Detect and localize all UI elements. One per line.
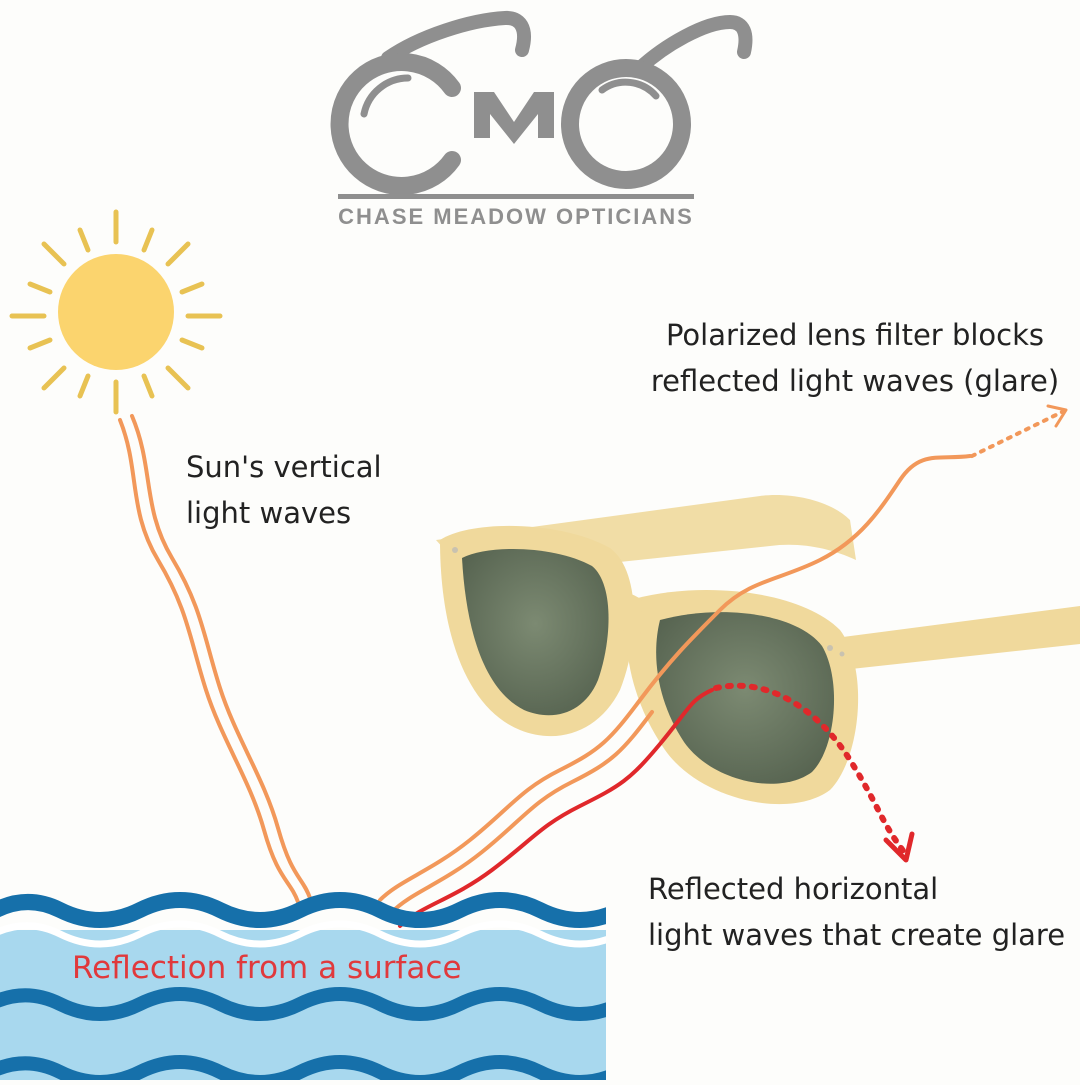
polarized-filter-label-line-2: reflected light waves (glare) xyxy=(650,364,1060,398)
glare-arrow-line xyxy=(713,682,907,855)
logo-divider xyxy=(338,194,694,199)
polarized-pass-arrowhead xyxy=(1046,404,1068,428)
sunglasses-temple-front xyxy=(820,606,1080,670)
sun-light-waves xyxy=(118,414,312,904)
reflection-surface-label: Reflection from a surface xyxy=(72,950,462,986)
sun-waves-label-line-2: light waves xyxy=(186,496,352,530)
logo-letter-o xyxy=(561,59,691,189)
logo-temple-left xyxy=(381,11,531,65)
polarized-filter-label-line-1: Polarized lens filter blocks xyxy=(665,318,1045,352)
logo-letter-m xyxy=(474,92,554,144)
polarized-pass-arrow-line xyxy=(970,410,1064,458)
glare-arrowhead xyxy=(883,831,915,863)
reflected-wave-orange xyxy=(378,454,972,914)
logo-highlight-c xyxy=(360,74,412,118)
logo-letter-c xyxy=(330,53,461,195)
brand-logo xyxy=(330,11,753,199)
sun-waves-label: Sun's vertical light waves xyxy=(186,444,382,536)
polarized-filter-label: Polarized lens filter blocks reflected l… xyxy=(640,312,1070,404)
brand-name: CHASE MEADOW OPTICIANS xyxy=(338,204,694,229)
glare-wave-red xyxy=(398,688,714,928)
sunglasses-lens-right xyxy=(656,612,835,784)
sunglasses-icon xyxy=(436,495,1080,805)
sunglasses-bridge xyxy=(600,580,642,640)
reflected-glare-label-line-1: Reflected horizontal xyxy=(648,872,939,906)
logo-temple-right xyxy=(633,14,753,75)
reflected-glare-label-line-2: light waves that create glare xyxy=(648,918,1066,952)
sun-icon xyxy=(9,209,223,415)
water-waves-icon xyxy=(0,892,606,1080)
sunglasses-lens-left xyxy=(462,548,609,716)
reflected-glare-label: Reflected horizontal light waves that cr… xyxy=(648,866,1065,958)
sun-waves-label-line-1: Sun's vertical xyxy=(186,450,382,484)
logo-highlight-o xyxy=(598,78,660,100)
